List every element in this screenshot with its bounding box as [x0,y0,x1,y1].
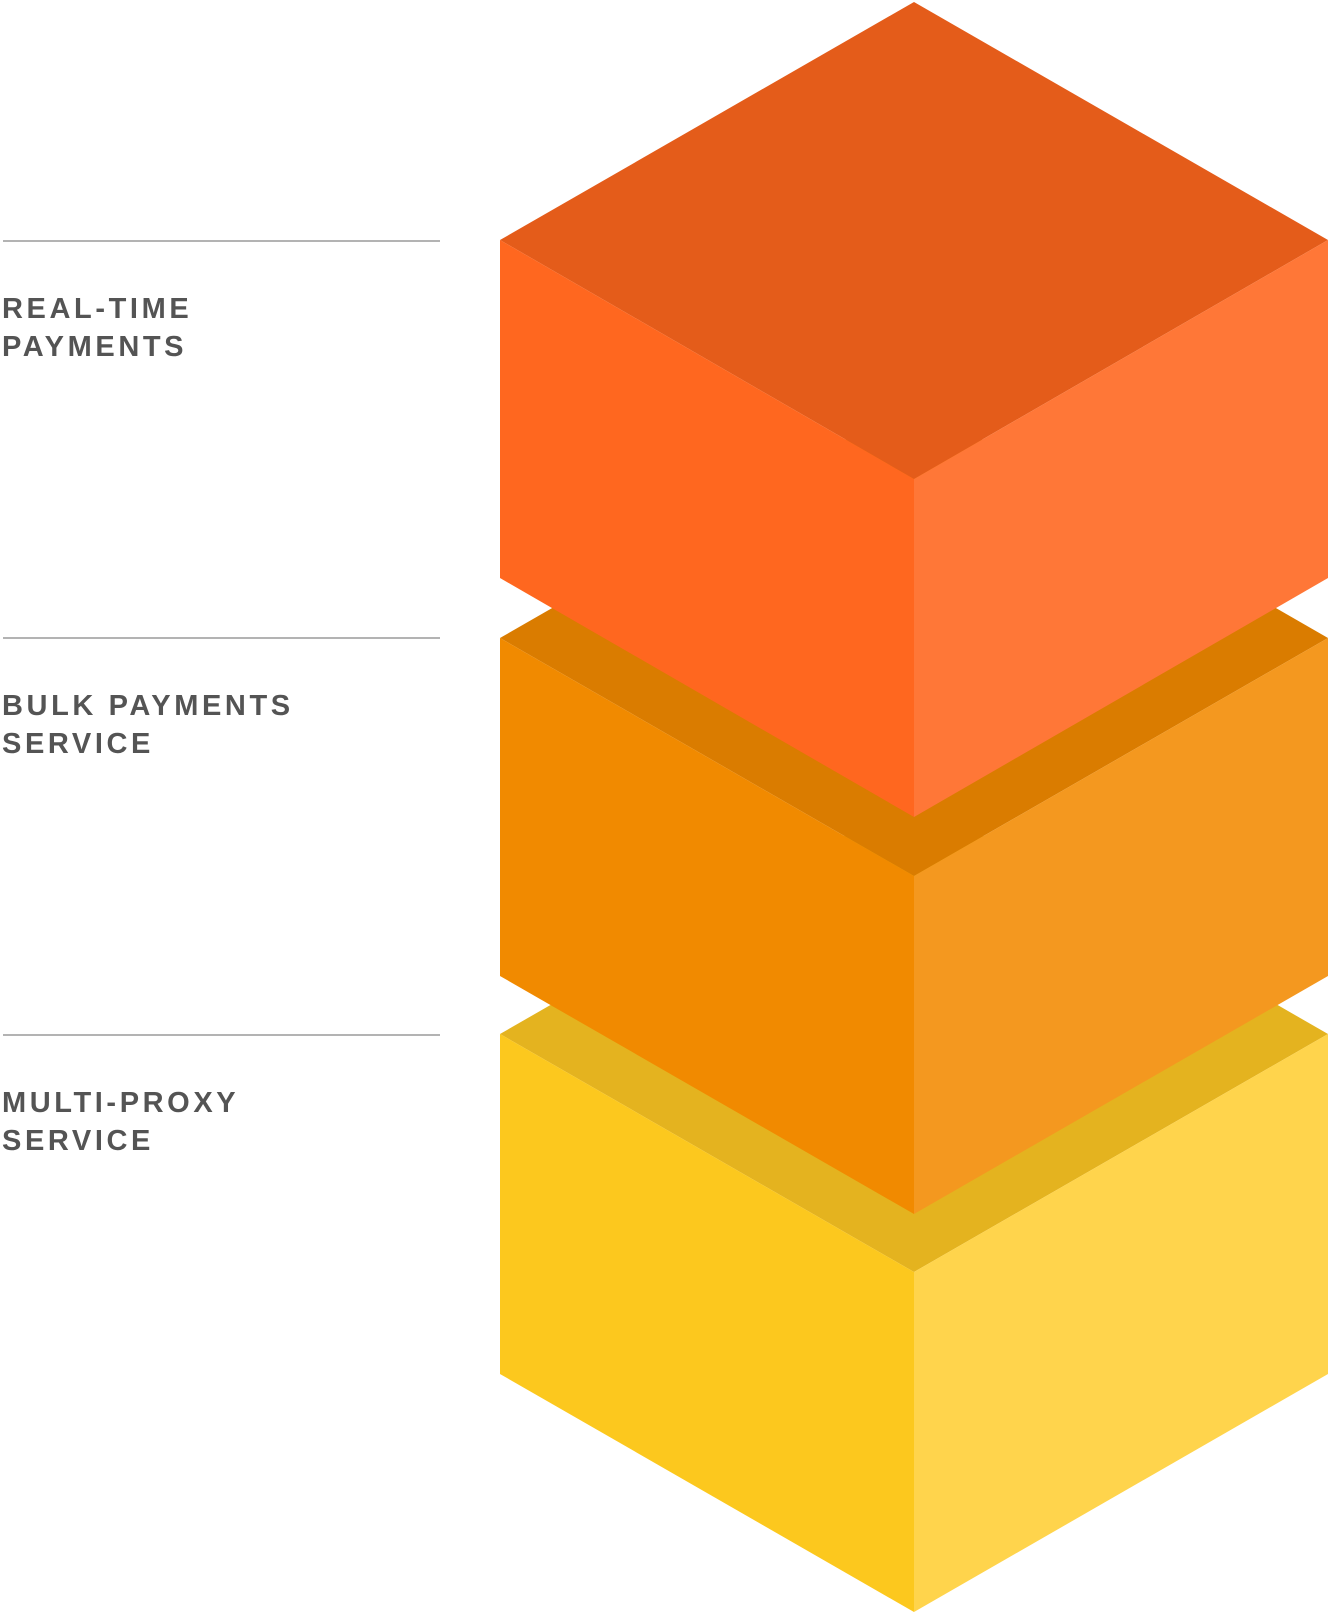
label-line: SERVICE [2,1125,154,1157]
label-line: MULTI-PROXY [2,1087,240,1119]
cube-top-face [500,2,1328,479]
label-line: BULK PAYMENTS [2,690,294,722]
cube-right-face [914,638,1328,1214]
cube-left-face [500,1034,914,1612]
cube-real-time-payments [500,2,1328,817]
divider-line [3,637,440,639]
divider-line [3,1034,440,1036]
layer-label-text: BULK PAYMENTS SERVICE [2,687,294,763]
label-line: SERVICE [2,728,154,760]
layer-label-text: MULTI-PROXY SERVICE [2,1084,239,1160]
cube-left-face [500,240,914,817]
cube-right-face [914,1034,1328,1612]
layer-label-text: REAL-TIME PAYMENTS [2,290,192,366]
cube-left-face [500,638,914,1214]
divider-line [3,240,440,242]
label-line: PAYMENTS [2,331,188,363]
label-line: REAL-TIME [2,293,193,325]
cube-right-face [914,240,1328,817]
